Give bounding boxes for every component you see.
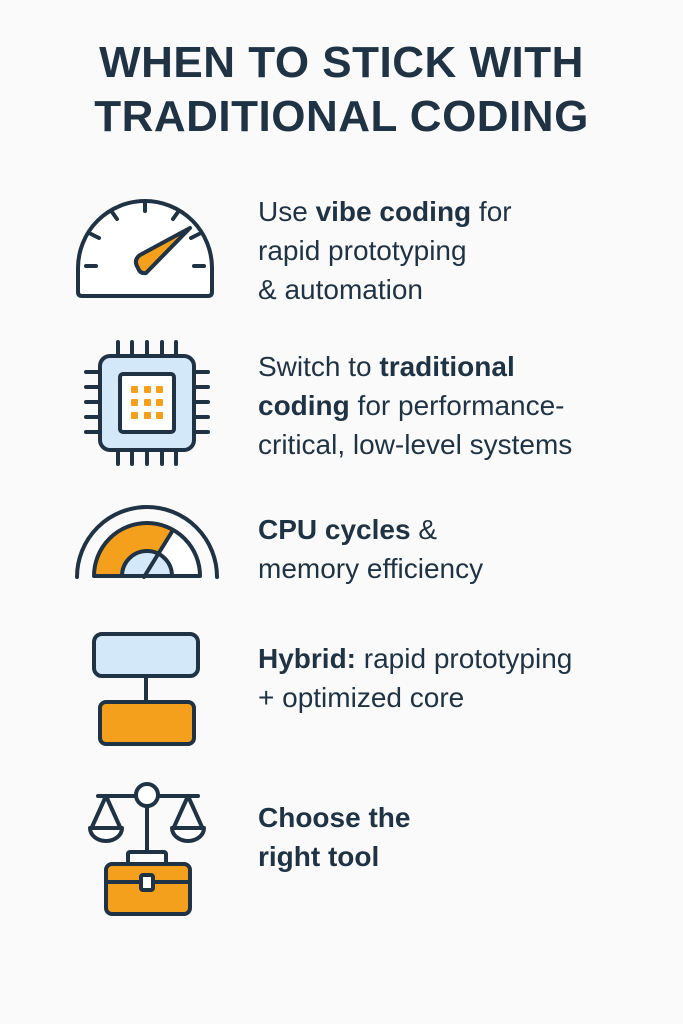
title-line-1: WHEN TO STICK WITH (99, 38, 584, 87)
hybrid-blocks-icon (92, 632, 200, 746)
item-text: Use vibe coding for rapid prototyping & … (258, 196, 512, 305)
item-text: Switch to traditional coding for perform… (258, 351, 573, 460)
speedometer-icon (76, 199, 214, 298)
cpu-chip-icon (84, 340, 210, 466)
title-line-2: TRADITIONAL CODING (94, 92, 589, 141)
item-text: Choose the right tool (258, 802, 411, 872)
item-text: CPU cycles & memory efficiency (258, 514, 484, 584)
page-title: WHEN TO STICK WITH TRADITIONAL CODING (0, 36, 683, 144)
item-text: Hybrid: rapid prototyping + optimized co… (258, 643, 573, 713)
gauge-efficiency-icon (75, 505, 219, 579)
scales-toolbox-icon (88, 782, 206, 916)
